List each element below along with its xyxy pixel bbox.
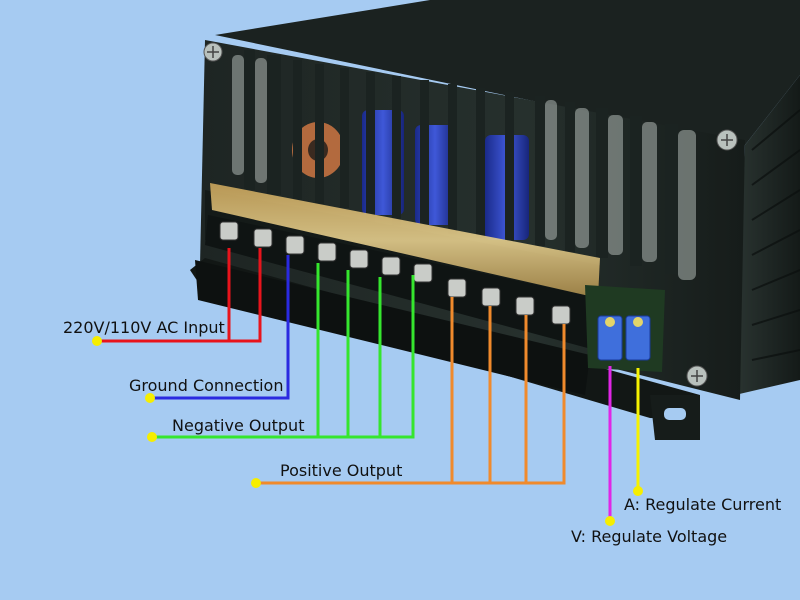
- endpoint-dots: [92, 336, 643, 526]
- regulate-voltage-label: V: Regulate Voltage: [571, 527, 728, 546]
- regulate-current-dot: [633, 486, 643, 496]
- positive-output-label: Positive Output: [280, 461, 403, 480]
- ac-input-wire-2: [229, 248, 262, 343]
- regulate-voltage-dot: [605, 516, 615, 526]
- ground-wire: [150, 255, 290, 400]
- negative-output-label: Negative Output: [172, 416, 305, 435]
- ground-dot: [145, 393, 155, 403]
- regulate-current-label: A: Regulate Current: [624, 495, 782, 514]
- positive-output-wire: [256, 324, 566, 485]
- ground-connection-label: Ground Connection: [129, 376, 284, 395]
- potentiometer-board: [585, 285, 665, 372]
- negative-output-wire: [152, 275, 415, 439]
- potentiometer-v: [597, 315, 623, 361]
- negative-output-dot: [147, 432, 157, 442]
- potentiometer-a: [625, 315, 651, 361]
- ac-input-dot: [92, 336, 102, 346]
- screws: [203, 42, 738, 387]
- vent-grille: [232, 50, 696, 280]
- positive-output-dot: [251, 478, 261, 488]
- ac-input-label: 220V/110V AC Input: [63, 318, 225, 337]
- terminal-screws: [219, 221, 571, 325]
